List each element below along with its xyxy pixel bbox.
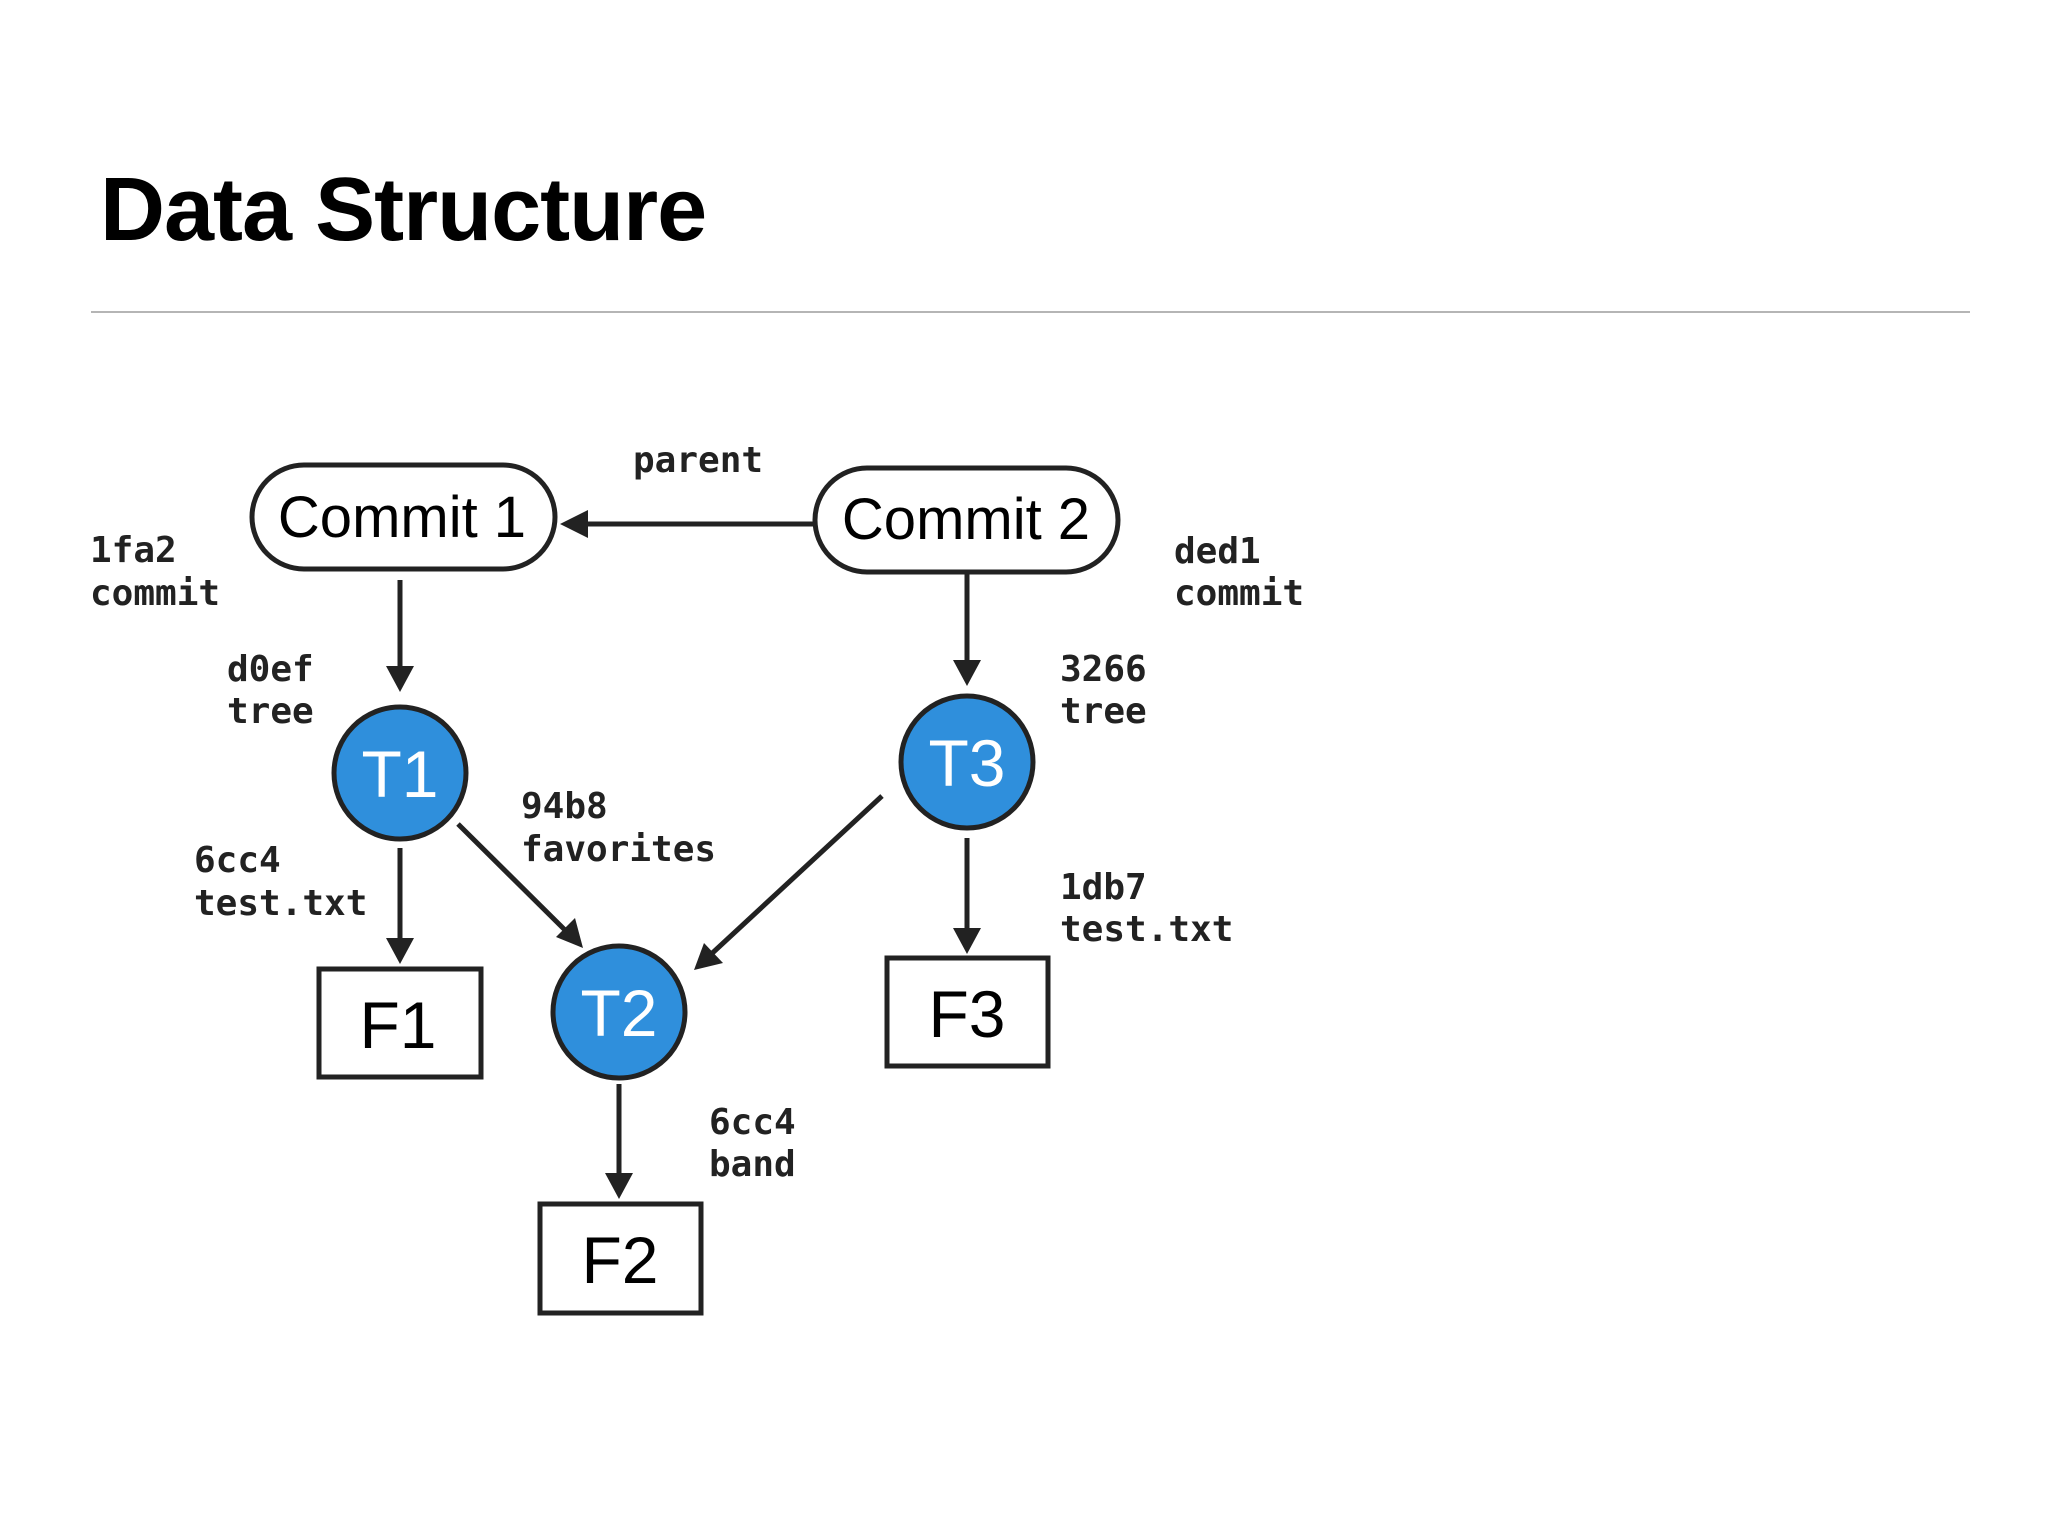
file-f1-kind: test.txt: [194, 883, 367, 924]
arrowhead-commit1-t1: [386, 666, 414, 692]
commit-node-1: Commit 1: [249, 462, 558, 572]
commit-1-kind: commit: [90, 573, 220, 614]
file-f2-label: F2: [581, 1223, 658, 1297]
title-divider: [91, 311, 1970, 313]
arrowhead-t1-f1: [386, 938, 414, 964]
edge-t1-to-t2: [456, 822, 572, 937]
arrowhead-t1-t2: [556, 918, 583, 948]
arrowhead-t3-f3: [953, 928, 981, 954]
file-f3-kind: test.txt: [1060, 909, 1233, 950]
edges: [386, 510, 981, 1199]
tree-t1-label: T1: [361, 737, 438, 811]
annotations: parent 1fa2 commit ded1 commit d0ef tree…: [90, 440, 1304, 1185]
arrowhead-parent: [560, 510, 588, 538]
tree-t2-hash: 94b8: [521, 786, 608, 827]
commit-2-hash: ded1: [1174, 531, 1261, 572]
file-f2-kind: band: [709, 1144, 796, 1185]
file-f1-hash: 6cc4: [194, 840, 281, 881]
slide-title: Data Structure: [100, 160, 707, 260]
parent-edge-label: parent: [633, 440, 763, 481]
file-node-f2: F2: [537, 1201, 704, 1316]
file-f3-label: F3: [928, 977, 1005, 1051]
file-node-f1: F1: [316, 966, 484, 1080]
tree-t2-label: T2: [580, 976, 657, 1050]
file-f1-label: F1: [359, 988, 436, 1062]
tree-t1-kind: tree: [227, 691, 314, 732]
arrowhead-t3-t2: [694, 943, 723, 970]
tree-node-t3: T3: [898, 693, 1036, 831]
commit-2-kind: commit: [1174, 573, 1304, 614]
tree-t3-label: T3: [928, 726, 1005, 800]
edge-t3-to-t2: [705, 794, 884, 960]
file-node-f3: F3: [884, 955, 1051, 1069]
tree-node-t1: T1: [331, 704, 469, 842]
tree-t3-hash: 3266: [1060, 649, 1147, 690]
tree-t1-hash: d0ef: [227, 649, 314, 690]
file-f2-hash: 6cc4: [709, 1102, 796, 1143]
tree-node-t2: T2: [550, 943, 688, 1081]
commit-1-hash: 1fa2: [90, 530, 177, 571]
file-f3-hash: 1db7: [1060, 867, 1147, 908]
commit-2-label: Commit 2: [842, 487, 1090, 552]
arrowhead-t2-f2: [605, 1173, 633, 1199]
commit-node-2: Commit 2: [812, 465, 1121, 575]
tree-t2-kind: favorites: [521, 829, 716, 870]
tree-t3-kind: tree: [1060, 691, 1147, 732]
commit-1-label: Commit 1: [278, 485, 526, 550]
arrowhead-commit2-t3: [953, 660, 981, 686]
